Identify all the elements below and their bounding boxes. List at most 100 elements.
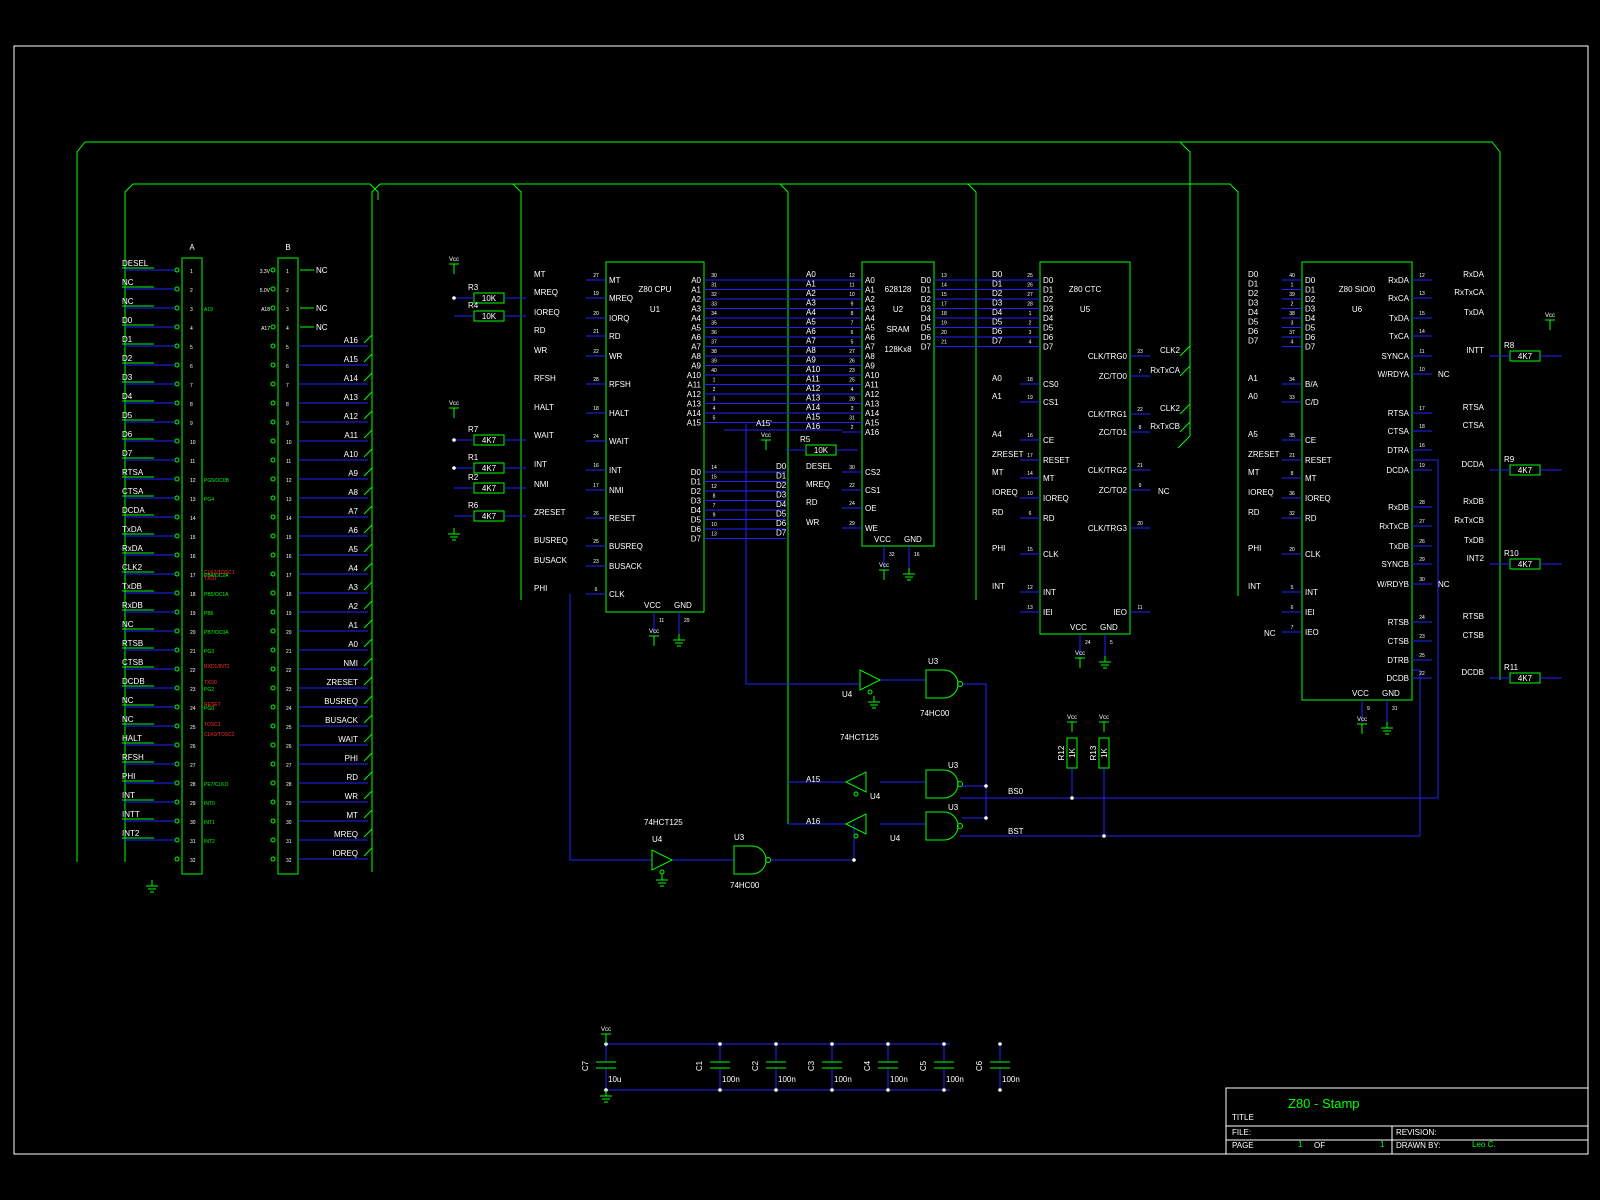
resistor-value: 4K7 bbox=[1518, 352, 1533, 361]
u6-pin-number: 17 bbox=[1419, 406, 1425, 412]
u6-pin-name: TxDA bbox=[1389, 314, 1410, 323]
pin-circle-icon bbox=[174, 856, 180, 862]
u1-net-label: MREQ bbox=[534, 288, 558, 297]
header-b-net-label: A8 bbox=[348, 488, 358, 497]
u6-pin-name: TxCA bbox=[1389, 332, 1410, 341]
u6-pin-name: D7 bbox=[1305, 343, 1316, 352]
inverter-bubble bbox=[765, 857, 771, 863]
header-a-pin-number: 8 bbox=[190, 402, 193, 408]
u2-desc: SRAM bbox=[886, 325, 909, 334]
u1-pin-number: 21 bbox=[593, 329, 599, 335]
u6-pin-name: RESET bbox=[1305, 456, 1332, 465]
u1-pin-number: 20 bbox=[593, 311, 599, 317]
u6-pin-number: 14 bbox=[1419, 329, 1425, 335]
page-label: PAGE bbox=[1232, 1141, 1254, 1150]
pin-circle-icon bbox=[174, 343, 180, 349]
u2-pin-number: 28 bbox=[849, 397, 855, 403]
pin-circle-icon bbox=[270, 476, 276, 482]
u2-net-label: D0 bbox=[776, 462, 787, 471]
junction-dot bbox=[1070, 796, 1074, 800]
u1-pin-name: MREQ bbox=[609, 294, 633, 303]
u1-pin-name: RD bbox=[609, 332, 621, 341]
u1-pin-number: 23 bbox=[593, 559, 599, 565]
u5-pin-number: 28 bbox=[1027, 302, 1033, 308]
header-b-nc-label: NC bbox=[316, 323, 328, 332]
u2-net-label: A15 bbox=[806, 413, 821, 422]
header-a-pin-number: 7 bbox=[190, 383, 193, 389]
u5-vcc-label: VCC bbox=[1070, 623, 1087, 632]
u2-net-label: A5 bbox=[806, 318, 816, 327]
u6-pin-number: 18 bbox=[1419, 424, 1425, 430]
header-b-body bbox=[277, 257, 299, 875]
bus-entry bbox=[363, 505, 373, 515]
u1-pin-number: 31 bbox=[711, 283, 717, 289]
pin-circle-icon bbox=[270, 704, 276, 710]
u2-pin-name: A1 bbox=[865, 286, 875, 295]
pin-circle-icon bbox=[174, 286, 180, 292]
header-b-pin-number: 6 bbox=[286, 364, 289, 370]
u2-pin-name: A10 bbox=[865, 371, 880, 380]
bus-entry bbox=[363, 657, 373, 667]
resistor-ref: R3 bbox=[468, 283, 479, 292]
u6-pin-name: D3 bbox=[1305, 305, 1316, 314]
header-a-pin-number: 2 bbox=[190, 288, 193, 294]
u6-net-label: MT bbox=[1248, 468, 1260, 477]
u1-net-label: ZRESET bbox=[534, 508, 566, 517]
u5-pin-name: D6 bbox=[1043, 333, 1054, 342]
header-b-pin-number: 10 bbox=[286, 440, 292, 446]
u2-pin-number: 31 bbox=[849, 416, 855, 422]
pin-circle-icon bbox=[174, 609, 180, 615]
resistor-value: 4K7 bbox=[1518, 674, 1533, 683]
u6-pin-number: 11 bbox=[1419, 349, 1424, 355]
resistor-value: 4K7 bbox=[1518, 466, 1533, 475]
u1-pin-number: 6 bbox=[595, 587, 598, 593]
mcu-alt-function-note: TOSC1 bbox=[204, 722, 221, 728]
pin-circle-icon bbox=[270, 818, 276, 824]
bus-entry bbox=[363, 581, 373, 591]
u1-pin-number: 2 bbox=[713, 387, 716, 393]
header-b-net-label: A14 bbox=[344, 374, 359, 383]
pin-circle-icon bbox=[174, 628, 180, 634]
u6-vcc-label: VCC bbox=[1352, 689, 1369, 698]
header-b-net-label: BUSREQ bbox=[324, 697, 358, 706]
pin-circle-icon bbox=[270, 761, 276, 767]
header-a-net-label: NC bbox=[122, 297, 134, 306]
u2-pin-name: A15 bbox=[865, 419, 880, 428]
buffer-ref: U4 bbox=[842, 690, 853, 699]
u1-net-label: IOREQ bbox=[534, 308, 560, 317]
u6-net-label: D7 bbox=[1248, 337, 1259, 346]
u2-net-label: MREQ bbox=[806, 480, 830, 489]
header-a-net-label: INTT bbox=[122, 810, 140, 819]
pin-circle-icon bbox=[174, 799, 180, 805]
bus-entry bbox=[363, 353, 373, 363]
inverter-bubble bbox=[957, 781, 963, 787]
header-b-net-label: A15 bbox=[344, 355, 359, 364]
u5-pin-name: CLK/TRG2 bbox=[1088, 466, 1128, 475]
u5-gnd-label: GND bbox=[1100, 623, 1118, 632]
u5-pin-number: 9 bbox=[1139, 483, 1142, 489]
u5-pin-number: 5 bbox=[1110, 640, 1113, 646]
header-b-pin-number: 24 bbox=[286, 706, 292, 712]
pin-circle-icon bbox=[270, 400, 276, 406]
header-a-net-label: RFSH bbox=[122, 753, 144, 762]
u2-pin-number: 20 bbox=[941, 330, 947, 336]
u2-pin-number: 27 bbox=[849, 349, 855, 355]
header-a-pin-number: 16 bbox=[190, 554, 196, 560]
nand-gate-icon bbox=[925, 669, 959, 699]
u2-net-label: D7 bbox=[776, 529, 787, 538]
u1-net-label: BUSREQ bbox=[534, 536, 568, 545]
pin-circle-icon bbox=[174, 438, 180, 444]
header-b-pin-number: 28 bbox=[286, 782, 292, 788]
bus-entry bbox=[363, 524, 373, 534]
header-a-mcu-port: INT0 bbox=[204, 801, 215, 807]
u6-pin-name: RxCA bbox=[1388, 294, 1410, 303]
u6-pin-name: W/RDYA bbox=[1378, 370, 1410, 379]
u5-pin-number: 1 bbox=[1029, 311, 1032, 317]
u6-pin-number: 7 bbox=[1291, 625, 1294, 631]
junction-dot bbox=[886, 1088, 890, 1092]
u6-pin-name: DCDB bbox=[1386, 674, 1409, 683]
bus-entry bbox=[363, 562, 373, 572]
junction-dot bbox=[1102, 834, 1106, 838]
u2-pin-number: 12 bbox=[849, 273, 855, 279]
u2-net-label: A7 bbox=[806, 337, 816, 346]
